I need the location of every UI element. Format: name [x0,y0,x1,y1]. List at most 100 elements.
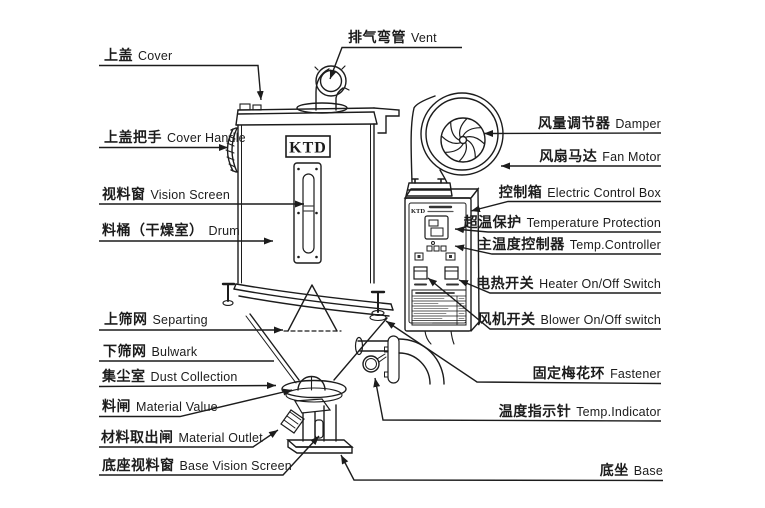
label-fan-motor: 风扇马达 Fan Motor [539,148,661,166]
label-base-vision-screen-zh: 底座视料窗 [102,457,175,473]
label-drum: 料桶（干燥室） Drum [102,222,240,240]
fan-scroll [410,95,436,183]
temp-controller-display [424,215,449,240]
label-fan-motor-zh: 风扇马达 [539,148,598,164]
ktd-nameplate: KTD [285,135,331,158]
lid-gutter-bracket [373,107,400,134]
label-temp-protection-en: Temperature Protection [526,216,661,230]
label-drum-en: Drum [208,224,240,238]
switch-icons [414,252,456,261]
fan-duct-flange [405,182,453,197]
label-control-box-zh: 控制箱 [498,184,543,200]
label-blower-switch-zh: 风机开关 [477,311,536,327]
label-temp-controller: 主温度控制器 Temp.Controller [478,236,661,254]
leader-base [340,454,664,482]
label-base-en: Base [633,464,663,478]
label-cover-zh: 上盖 [104,47,133,63]
label-separting-zh: 上筛网 [104,311,148,327]
clamp-fastener-right [369,290,387,322]
cover-handle-part [225,127,238,173]
label-control-box-en: Electric Control Box [547,186,661,200]
label-fastener: 固定梅花环 Fastener [533,365,661,383]
label-drum-zh: 料桶（干燥室） [102,222,204,238]
label-separting-en: Separting [152,313,208,327]
leader-temp-protection [454,226,661,234]
vent-pipe [296,65,350,114]
label-material-value-zh: 料闸 [102,398,131,414]
label-fastener-en: Fastener [610,367,661,381]
temp-gauge [362,353,387,373]
drum-brand-text: KTD [289,140,327,157]
label-fastener-zh: 固定梅花环 [532,365,606,381]
label-dust-collection-en: Dust Collection [150,370,238,384]
leader-blower-switch [427,277,661,330]
label-material-value: 料闸 Material Value [102,398,218,416]
label-material-outlet-zh: 材料取出闸 [101,429,174,445]
label-temp-indicator: 温度指示针 Temp.Indicator [499,403,661,421]
label-damper-en: Damper [615,117,661,131]
leader-temp-controller [454,244,661,255]
label-blower-switch-en: Blower On/Off switch [540,313,661,327]
label-dust-collection-zh: 集尘室 [102,368,146,384]
label-bulwark-zh: 下筛网 [103,343,147,359]
label-separting: 上筛网 Separting [104,311,208,329]
label-cover-handle-zh: 上盖把手 [104,129,162,145]
label-base: 底坐 Base [600,462,663,480]
leader-control-box [470,200,661,213]
leader-lines [98,46,664,482]
label-damper: 风量调节器 Damper [538,115,661,133]
base-plate [286,439,354,448]
hopper-cone [245,284,388,384]
label-blower-switch: 风机开关 Blower On/Off switch [478,311,661,329]
heater-switch-part [413,266,428,280]
leader-base-vision-screen [99,435,320,476]
label-vent-zh: 排气弯管 [348,29,406,45]
panel-buttons [426,245,447,252]
label-vision-screen-zh: 视料窗 [102,186,146,202]
label-base-zh: 底坐 [599,462,629,478]
leader-damper [483,129,662,137]
label-vent-en: Vent [411,31,437,45]
leader-material-value [99,388,293,418]
control-box-part: KTD [403,186,480,345]
panel-cables [424,330,455,345]
label-temp-protection-zh: 超温保护 [463,214,522,230]
leader-fastener [385,320,662,385]
pedestal-base [286,398,354,454]
label-base-vision-screen: 底座视料窗 Base Vision Screen [102,457,292,475]
label-heater-switch-zh: 电热开关 [476,275,535,291]
lid-hinge [239,103,251,111]
label-vision-screen-en: Vision Screen [150,188,230,202]
label-heater-switch: 电热开关 Heater On/Off Switch [476,275,661,293]
fan-blades [441,118,485,162]
leader-heater-switch [458,279,661,294]
label-material-outlet: 材料取出闸 Material Outlet [101,429,263,447]
label-vent: 排气弯管 Vent [348,29,437,47]
label-temp-indicator-zh: 温度指示针 [498,403,572,419]
drum-lid [235,103,400,134]
leader-temp-indicator [373,377,662,422]
label-fan-motor-en: Fan Motor [602,150,661,164]
label-base-vision-screen-en: Base Vision Screen [179,459,292,473]
label-damper-zh: 风量调节器 [537,115,611,131]
label-dust-collection: 集尘室 Dust Collection [102,368,238,386]
material-outlet-hatch [280,409,305,434]
fan-blower [405,92,504,197]
leader-cover [99,64,264,101]
label-temp-protection: 超温保护 Temperature Protection [464,214,661,232]
base-vision-window [314,419,324,439]
label-bulwark-en: Bulwark [151,345,198,359]
clamp-fastener-left [221,282,236,306]
label-cover-handle: 上盖把手 Cover Handle [104,129,246,147]
label-temp-indicator-en: Temp.Indicator [576,405,661,419]
label-vision-screen: 视料窗 Vision Screen [102,186,230,204]
label-bulwark: 下筛网 Bulwark [103,343,197,361]
inner-cone-triangle [287,284,338,332]
label-material-outlet-en: Material Outlet [178,431,263,445]
label-heater-switch-en: Heater On/Off Switch [539,277,661,291]
label-control-box: 控制箱 Electric Control Box [499,184,661,202]
blower-switch-part [444,266,459,280]
label-temp-controller-en: Temp.Controller [569,238,661,252]
